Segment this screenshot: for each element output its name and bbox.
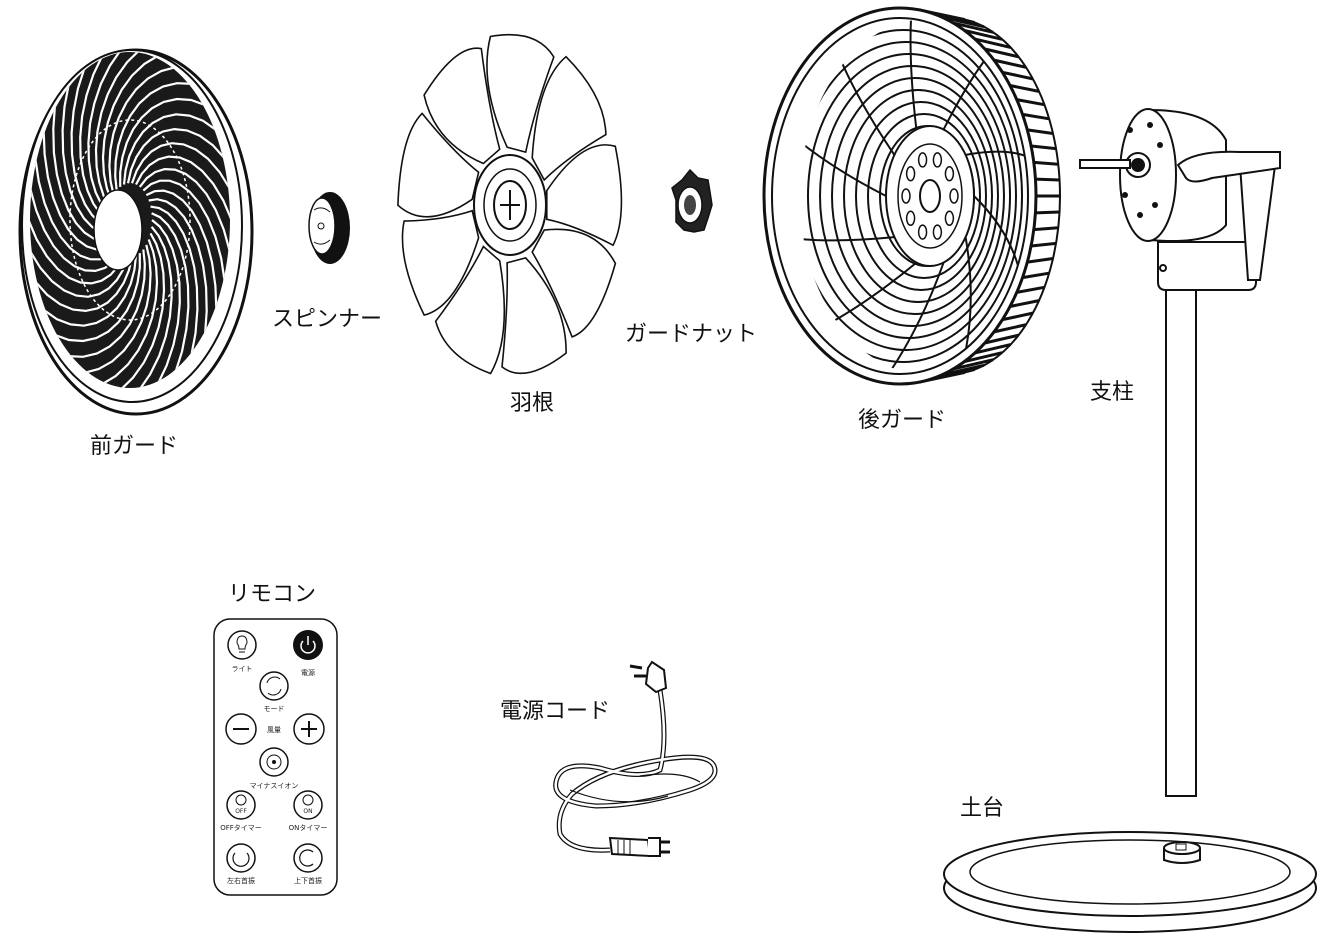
bulb-icon [236, 635, 248, 653]
front-guard-drawing [18, 48, 254, 416]
remote-off-timer-button[interactable]: OFF [226, 790, 256, 820]
remote-ud-swing-button[interactable] [293, 843, 323, 873]
off-icon-text: OFF [235, 808, 247, 815]
remote-lr-swing-button[interactable] [226, 843, 256, 873]
ion-icon [266, 754, 282, 770]
blade-hub [473, 154, 547, 256]
remote-mode-label: モード [264, 705, 285, 713]
base-label: 土台 [960, 796, 1005, 821]
guard-nut-label: ガードナット [625, 322, 758, 347]
front-guard-label: 前ガード [90, 434, 179, 459]
rear-guard-drawing [762, 6, 1061, 386]
guard-nut-drawing [671, 168, 713, 233]
remote-ion-button[interactable] [259, 747, 289, 777]
rotate-icon [232, 852, 250, 867]
remote-ud-swing-label: 上下首振 [294, 876, 322, 885]
clock-icon [302, 794, 314, 806]
blade-label: 羽根 [510, 391, 555, 416]
pole-label: 支柱 [1090, 380, 1135, 405]
clock-icon [235, 794, 247, 806]
remote-power-button[interactable] [293, 630, 323, 660]
remote-light-button[interactable] [227, 630, 257, 660]
rear-guard-label: 後ガード [858, 408, 947, 433]
remote-wind-up-button[interactable] [293, 713, 325, 745]
remote-power-label: 電源 [301, 668, 315, 677]
fan-blade-drawing [397, 33, 623, 375]
cycle-icon [266, 676, 282, 696]
power-icon [300, 636, 316, 654]
remote-on-timer-label: ONタイマー [289, 823, 328, 832]
remote-lr-swing-label: 左右首振 [227, 876, 255, 885]
base-drawing [943, 831, 1317, 933]
remote-off-timer-label: OFFタイマー [220, 823, 262, 832]
remote-on-timer-button[interactable]: ON [293, 790, 323, 820]
on-icon-text: ON [303, 808, 312, 815]
remote-wind-down-button[interactable] [225, 713, 257, 745]
spinner-label: スピンナー [272, 307, 383, 332]
power-cord-drawing [553, 660, 718, 858]
remote-control: ライト 電源 モード 風量 マイナスイオン OFF [213, 618, 338, 896]
pole-drawing [1079, 108, 1281, 797]
remote-light-label: ライト [232, 665, 253, 673]
remote-wind-label: 風量 [267, 726, 281, 734]
remote-mode-button[interactable] [259, 671, 289, 701]
remote-label: リモコン [228, 582, 317, 607]
power-cord-label: 電源コード [500, 699, 611, 724]
rotate-icon [299, 849, 314, 867]
plus-icon [301, 721, 317, 737]
spinner-drawing [308, 192, 350, 264]
remote-ion-label: マイナスイオン [250, 782, 299, 790]
